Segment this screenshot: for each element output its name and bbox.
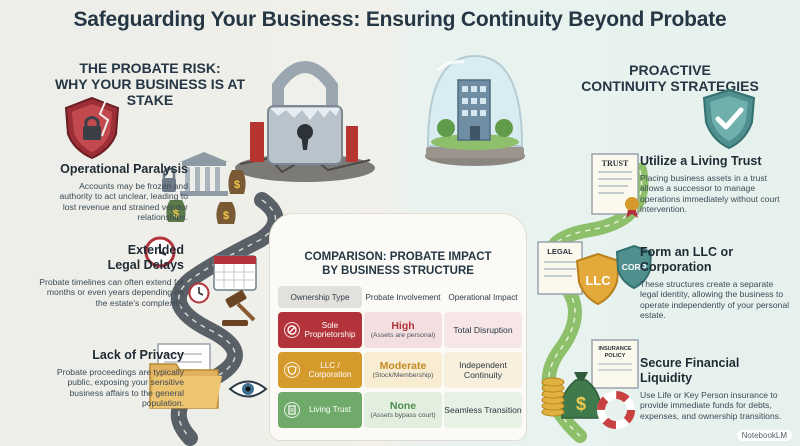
trust-document-icon: TRUST: [591, 153, 639, 218]
continuity-strategies-heading: PROACTIVE CONTINUITY STRATEGIES: [570, 62, 770, 94]
row-operational-impact: Seamless Transition: [444, 392, 522, 428]
comparison-heading: COMPARISON: PROBATE IMPACT BY BUSINESS S…: [270, 250, 526, 278]
eye-icon: [228, 380, 268, 398]
row-probate-involvement: Moderate (Stock/Membership): [364, 352, 442, 388]
clock-icon: [144, 236, 176, 268]
financial-liquidity-title-line2: Liquidity: [640, 371, 693, 385]
probate-risk-heading-line2: WHY YOUR BUSINESS IS AT STAKE: [54, 76, 246, 108]
involvement-level: Moderate: [379, 360, 427, 372]
lack-of-privacy-body: Probate proceedings are typically public…: [56, 367, 184, 409]
row-probate-involvement: None (Assets bypass court): [364, 392, 442, 428]
lack-of-privacy-title: Lack of Privacy: [92, 348, 184, 362]
llc-shield-label: LLC: [585, 273, 611, 288]
financial-liquidity-body: Use Life or Key Person insurance to prov…: [640, 390, 782, 421]
row-operational-impact: Total Disruption: [444, 312, 522, 348]
corp-shield-label: CORP: [622, 262, 647, 272]
lack-of-privacy-block: Lack of Privacy Probate proceedings are …: [34, 348, 184, 409]
gavel-icon: [222, 290, 256, 326]
insurance-doc-label-2: POLICY: [605, 353, 626, 359]
comparison-table-header: Ownership Type Probate Involvement Opera…: [278, 286, 522, 308]
operational-paralysis-body: Accounts may be frozen and authority to …: [59, 181, 188, 223]
checkmark-shield-icon: [702, 88, 756, 150]
llc-corporation-title-line2: Corporation: [640, 260, 712, 274]
row-ownership-type: Sole Proprietorship: [278, 312, 362, 348]
legal-delays-title-line1: Extended: [127, 243, 184, 257]
continuity-strategies-heading-line1: PROACTIVE: [629, 62, 711, 78]
trust-doc-label: TRUST: [602, 159, 629, 168]
lifebuoy-icon: [597, 391, 635, 429]
legal-delays-block: Extended Legal Delays Probate timelines …: [34, 243, 184, 308]
involvement-detail: (Assets are personal): [370, 332, 436, 339]
table-row: Sole Proprietorship High (Assets are per…: [278, 312, 522, 348]
col-probate-involvement: Probate Involvement: [365, 292, 441, 302]
financial-liquidity-block: Secure Financial Liquidity Use Life or K…: [640, 356, 790, 421]
living-trust-body: Placing business assets in a trust allow…: [640, 173, 780, 215]
involvement-detail: (Stock/Membership): [372, 372, 434, 379]
operational-paralysis-title: Operational Paralysis: [60, 162, 188, 176]
svg-text:$: $: [576, 394, 586, 414]
legal-delays-body: Probate timelines can often extend for m…: [39, 277, 184, 308]
col-ownership-type: Ownership Type: [278, 286, 362, 308]
probate-risk-heading: THE PROBATE RISK: WHY YOUR BUSINESS IS A…: [40, 60, 260, 108]
legal-doc-label: LEGAL: [547, 247, 573, 256]
financial-liquidity-title-line1: Secure Financial: [640, 356, 740, 370]
row-ownership-type: LLC / Corporation: [278, 352, 362, 388]
insurance-doc-label-1: INSURANCE: [598, 346, 632, 352]
row-type-label: Sole Proprietorship: [304, 320, 356, 340]
page-title: Safeguarding Your Business: Ensuring Con…: [73, 8, 727, 31]
llc-corporation-block: Form an LLC or Corporation These structu…: [640, 245, 790, 321]
svg-text:$: $: [234, 179, 240, 191]
comparison-heading-line2: BY BUSINESS STRUCTURE: [322, 265, 474, 277]
calendar-icon: [213, 255, 257, 291]
frozen-padlock-icon: [235, 61, 375, 182]
involvement-level: None: [389, 400, 417, 412]
table-row: Living Trust None (Assets bypass court) …: [278, 392, 522, 428]
llc-corporation-body: These structures create a separate legal…: [640, 279, 790, 321]
snow-globe-building-icon: [425, 54, 525, 166]
frozen-bank-icon: $ $ $: [162, 152, 246, 224]
cracked-shield-icon: [64, 96, 120, 160]
row-operational-impact: Independent Continuity: [444, 352, 522, 388]
operational-paralysis-block: Operational Paralysis Accounts may be fr…: [20, 162, 188, 223]
involvement-detail: (Assets bypass court): [370, 412, 436, 419]
continuity-strategies-heading-line2: CONTINUITY STRATEGIES: [581, 78, 759, 94]
clock-small-icon: [188, 282, 210, 304]
probate-risk-heading-line1: THE PROBATE RISK:: [79, 60, 221, 76]
coin-stack-icon: [541, 377, 565, 417]
notebooklm-badge: NotebookLM: [736, 430, 792, 441]
llc-corporation-title-line1: Form an LLC or: [640, 245, 734, 259]
legal-document-icon: LEGAL: [537, 241, 583, 295]
svg-text:$: $: [223, 210, 229, 222]
row-type-label: Living Trust: [309, 405, 351, 415]
living-trust-block: Utilize a Living Trust Placing business …: [640, 154, 790, 215]
insurance-policy-icon: INSURANCE POLICY: [591, 339, 639, 389]
legal-delays-title-line2: Legal Delays: [107, 258, 184, 272]
corp-shield-icon: CORP: [615, 244, 653, 290]
row-type-label: LLC / Corporation: [308, 360, 352, 380]
row-probate-involvement: High (Assets are personal): [364, 312, 442, 348]
comparison-heading-line1: COMPARISON: PROBATE IMPACT: [304, 251, 492, 263]
shield-icon: [284, 362, 300, 378]
llc-shield-icon: LLC: [575, 252, 621, 306]
document-icon: [284, 402, 300, 418]
col-operational-impact: Operational Impact: [448, 292, 518, 302]
living-trust-title: Utilize a Living Trust: [640, 154, 762, 168]
table-row: LLC / Corporation Moderate (Stock/Member…: [278, 352, 522, 388]
involvement-level: High: [391, 320, 415, 332]
open-folder-icon: [149, 343, 222, 409]
row-ownership-type: Living Trust: [278, 392, 362, 428]
ban-icon: [284, 322, 300, 338]
svg-text:$: $: [173, 208, 179, 220]
